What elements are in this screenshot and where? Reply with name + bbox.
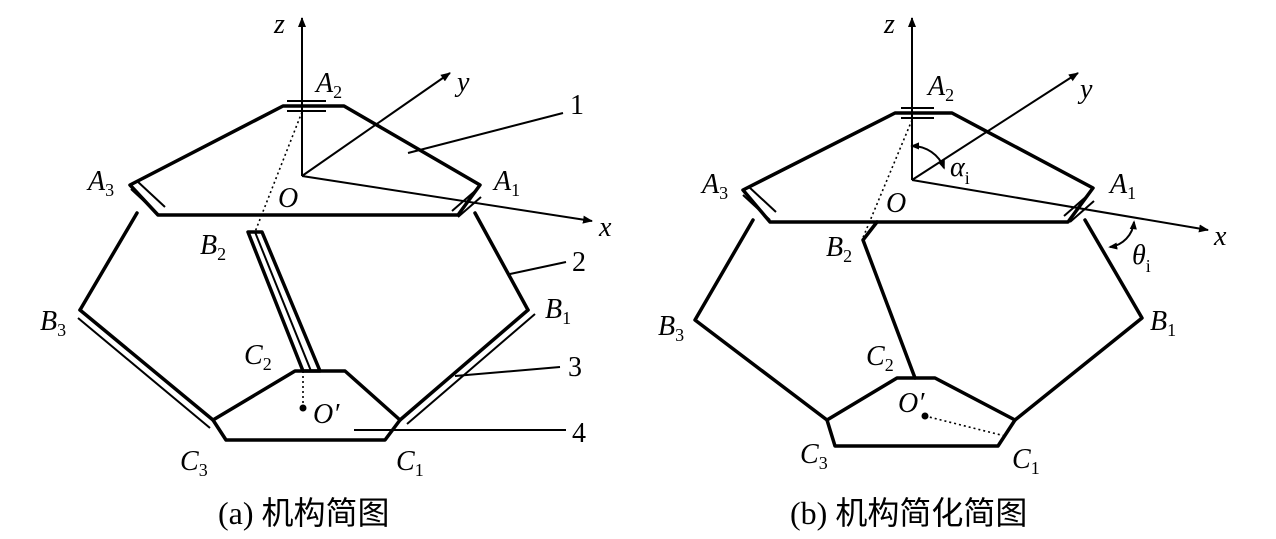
label-c1: C1	[396, 446, 424, 480]
oprime-dot-b	[921, 412, 929, 420]
hinge-a3-b-2	[742, 194, 771, 221]
y-label-b: y	[1077, 74, 1093, 105]
alpha-label: αi	[950, 152, 970, 188]
label-b1-b: B1	[1150, 306, 1176, 340]
leg-b2-c2	[861, 220, 917, 380]
label-c1-b: C1	[1012, 444, 1040, 478]
top-platform-b	[741, 111, 1095, 224]
label-a1: A1	[492, 166, 520, 200]
dotted-oprime-c1	[924, 415, 1006, 437]
hinge-a1-b	[1063, 194, 1089, 217]
caption-a: (a) 机构简图	[218, 495, 390, 531]
x-label-b: x	[1213, 221, 1227, 252]
origin2-label-b: O′	[898, 388, 925, 419]
label-a3-b: A3	[700, 169, 728, 203]
bar-b2-c2-mid	[254, 231, 312, 372]
callout-3: 3	[568, 352, 582, 383]
label-a2: A2	[314, 68, 342, 102]
label-b2-b: B2	[826, 232, 852, 266]
bar-b1-c1-edge	[406, 313, 536, 425]
alpha-arc	[910, 142, 945, 170]
label-c2: C2	[244, 340, 272, 374]
top-platform	[128, 104, 482, 217]
z-label-b: z	[883, 9, 895, 40]
bottom-platform	[211, 369, 402, 442]
origin2-label: O′	[313, 399, 340, 430]
callout-1: 1	[570, 90, 584, 121]
label-a2-b: A2	[926, 71, 954, 105]
origin-label-b: O	[886, 188, 906, 219]
label-c3: C3	[180, 446, 208, 480]
bar-b3-c3-edge	[77, 317, 211, 429]
x-label: x	[598, 212, 612, 243]
hinge-a3-2	[130, 188, 160, 216]
hinge-a3	[136, 180, 166, 208]
origin-label: O	[278, 183, 298, 214]
bar-b1-c1	[398, 308, 530, 422]
dotted-a2-b2-b	[861, 119, 913, 241]
label-b1: B1	[545, 294, 571, 328]
leg-a3-b3	[78, 211, 139, 312]
hinge-a1	[451, 190, 476, 212]
oprime-dot	[299, 404, 307, 412]
leg-a1-b1-c1	[1013, 218, 1144, 422]
panel-a: z y x O O′ A2 A3 A1 B2 B3 B1 C2 C3 C1 1 …	[40, 9, 612, 531]
callout-line-1	[407, 112, 564, 154]
caption-b: (b) 机构简化简图	[790, 495, 1027, 531]
bottom-platform-b	[825, 376, 1017, 448]
leg-a1-b1	[473, 211, 530, 312]
hinge-a1-b-2	[1069, 200, 1095, 223]
y-label: y	[454, 67, 470, 98]
label-b2: B2	[200, 230, 226, 264]
theta-label: θi	[1132, 240, 1151, 276]
dotted-a2-b2	[254, 111, 303, 233]
panel-b: z y x O O′ A2 A3 A1 B2 B3 B1 C2 C3 C1 αi…	[658, 9, 1227, 531]
label-b3: B3	[40, 306, 66, 340]
z-label: z	[273, 9, 285, 40]
label-c3-b: C3	[800, 439, 828, 473]
hinge-a1-2	[457, 196, 482, 218]
label-a3: A3	[86, 166, 114, 200]
leg-a3-b3-c3	[693, 218, 829, 422]
callout-line-3	[454, 366, 561, 377]
theta-arc	[1108, 220, 1137, 250]
callout-line-2	[509, 261, 567, 275]
callout-2: 2	[572, 247, 586, 278]
x-axis	[301, 175, 593, 224]
x-axis-b	[911, 179, 1209, 233]
label-a1-b: A1	[1108, 169, 1136, 203]
bar-b3-c3	[78, 308, 215, 422]
hinge-a3-b	[748, 186, 777, 213]
callout-4: 4	[572, 418, 586, 449]
label-b3-b: B3	[658, 311, 684, 345]
label-c2-b: C2	[866, 341, 894, 375]
